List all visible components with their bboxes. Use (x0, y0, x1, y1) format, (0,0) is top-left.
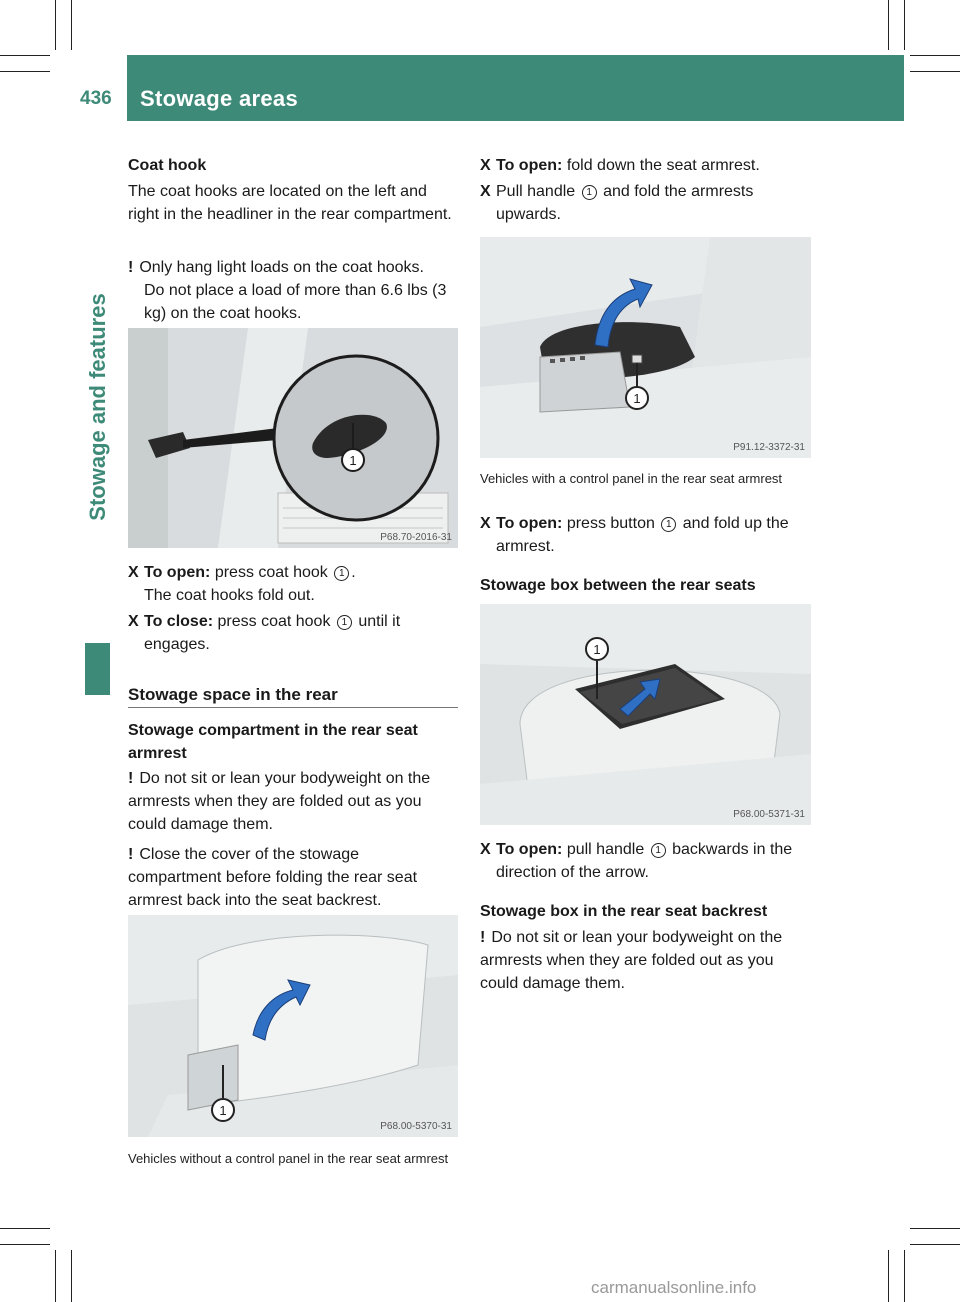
side-tab-label: Stowage and features (84, 293, 110, 521)
step-text-after: . (351, 564, 356, 581)
callout-1: 1 (219, 1103, 226, 1118)
coat-hook-warning: ! Only hang light loads on the coat hooks… (128, 256, 458, 325)
watermark: carmanualsonline.info (591, 1278, 757, 1297)
crop-mark (910, 1228, 960, 1229)
pull-handle-backwards-step: X To open: pull handle 1 backwards in th… (480, 838, 810, 884)
warning-icon: ! (128, 259, 134, 276)
step-text: fold down the seat armrest. (566, 157, 760, 174)
step-text: press coat hook (214, 564, 328, 581)
section-title: Stowage areas (140, 86, 298, 111)
press-button-step: X To open: press button 1 and fold up th… (480, 512, 810, 558)
callout-1: 1 (593, 642, 600, 657)
crop-mark (888, 1250, 889, 1302)
figure-code: P91.12-3372-31 (733, 442, 805, 453)
crop-mark (71, 1250, 72, 1302)
step-text: press coat hook (217, 613, 331, 630)
stowage-box-heading: Stowage box between the rear seats (480, 577, 756, 594)
step-text-after: and fold up the armrest. (496, 515, 789, 555)
coat-hook-text: The coat hooks are located on the left a… (128, 183, 452, 223)
callout-1: 1 (633, 391, 640, 406)
bullet-marker: X (480, 515, 491, 532)
backrest-heading: Stowage box in the rear seat backrest (480, 903, 768, 920)
step-label: To open: (144, 564, 211, 581)
step-text-after: until it engages. (144, 613, 401, 653)
figure-code: P68.00-5370-31 (380, 1121, 452, 1132)
crop-mark (71, 0, 72, 50)
step-text-after: backwards in the direction of the arrow. (496, 841, 793, 881)
callout-1-icon: 1 (650, 843, 666, 858)
crop-mark (904, 0, 905, 50)
page-number: 436 (80, 88, 112, 109)
callout-1-icon: 1 (581, 185, 597, 200)
step-label: To close: (144, 613, 214, 630)
step-label: To open: (496, 515, 563, 532)
open-step: X To open: press coat hook 1. The coat ho… (128, 561, 458, 607)
bullet-marker: X (128, 564, 139, 581)
warning-icon: ! (128, 846, 134, 863)
warning-text: Do not sit or lean your bodyweight on th… (128, 770, 431, 833)
coat-hook-illustration: 1 (128, 328, 458, 548)
backrest-warning: !Do not sit or lean your bodyweight on t… (480, 926, 812, 995)
side-tab-marker (85, 643, 110, 695)
warning-text: Do not sit or lean your bodyweight on th… (480, 929, 783, 992)
bullet-marker: X (480, 841, 491, 858)
bullet-marker: X (480, 157, 491, 174)
crop-mark (0, 1228, 50, 1229)
armrest-figure-no-panel: 1 P68.00-5370-31 (128, 915, 458, 1137)
warning-line: Do not place a load of more than 6.6 lbs… (144, 282, 447, 322)
crop-mark (888, 0, 889, 50)
crop-mark (910, 71, 960, 72)
side-tab: Stowage and features (85, 122, 110, 692)
callout-1-icon: 1 (336, 615, 352, 630)
step-text: pull handle (566, 841, 645, 858)
header-bar (127, 55, 904, 121)
crop-mark (0, 71, 50, 72)
section-rule (128, 707, 458, 708)
header-divider (124, 55, 127, 121)
step-text: press button (566, 515, 655, 532)
coat-hook-heading: Coat hook (128, 157, 207, 174)
warning-text: Close the cover of the stowage compartme… (128, 846, 418, 909)
armrest-figure-with-panel: 1 P91.12-3372-31 (480, 237, 811, 458)
callout-1: 1 (349, 453, 356, 468)
crop-mark (55, 1250, 56, 1302)
armrest-illustration: 1 (128, 915, 458, 1137)
stowage-rear-heading: Stowage space in the rear (128, 685, 338, 704)
compartment-heading: Stowage compartment in the rear seat arm… (128, 722, 418, 762)
step-text-after: and fold the armrests upwards. (496, 183, 754, 223)
crop-mark (0, 55, 50, 56)
callout-1-icon: 1 (661, 517, 677, 532)
step-label: To open: (496, 157, 563, 174)
figure-caption: Vehicles without a control panel in the … (128, 1151, 449, 1166)
close-step: X To close: press coat hook 1 until it e… (128, 610, 458, 656)
crop-mark (910, 55, 960, 56)
warning-icon: ! (128, 770, 134, 787)
crop-mark (910, 1244, 960, 1245)
pull-handle-step: X Pull handle 1 and fold the armrests up… (480, 180, 810, 226)
figure-caption: Vehicles with a control panel in the rea… (480, 471, 783, 486)
crop-mark (0, 1244, 50, 1245)
figure-code: P68.70-2016-31 (380, 532, 452, 543)
compartment-warning-2: !Close the cover of the stowage compartm… (128, 843, 456, 912)
stowage-box-illustration: 1 (480, 604, 811, 825)
step-label: To open: (496, 841, 563, 858)
compartment-warning-1: !Do not sit or lean your bodyweight on t… (128, 767, 460, 836)
step-text: Pull handle (496, 183, 576, 200)
bullet-marker: X (128, 613, 139, 630)
crop-mark (55, 0, 56, 50)
open-armrest-step: X To open: fold down the seat armrest. (480, 154, 810, 177)
step-result: The coat hooks fold out. (144, 587, 315, 604)
warning-line: Only hang light loads on the coat hooks. (139, 259, 424, 276)
crop-mark (904, 1250, 905, 1302)
warning-icon: ! (480, 929, 486, 946)
coat-hook-figure: 1 P68.70-2016-31 (128, 328, 458, 548)
figure-code: P68.00-5371-31 (733, 809, 805, 820)
armrest-panel-illustration: 1 (480, 237, 811, 458)
stowage-box-figure: 1 P68.00-5371-31 (480, 604, 811, 825)
callout-1-icon: 1 (334, 566, 350, 581)
bullet-marker: X (480, 183, 491, 200)
